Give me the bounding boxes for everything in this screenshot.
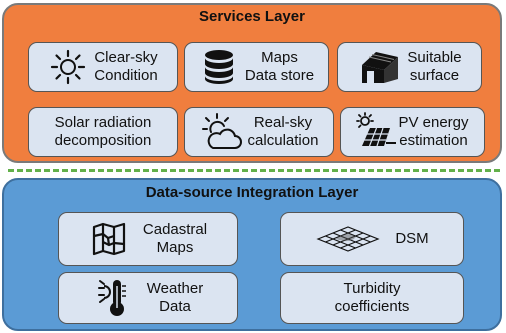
- dsm-label: DSM: [395, 230, 429, 247]
- weather-data-label: Weather Data: [146, 280, 204, 315]
- pv-energy-estimation-box: PV energy estimation: [340, 107, 485, 157]
- suitable-surface-label: Suitable surface: [407, 49, 462, 84]
- turbidity-coefficients-label: Turbidity coefficients: [334, 280, 410, 315]
- clear-sky-condition-box: Clear-sky Condition: [28, 42, 178, 92]
- data-source-layer-title: Data-source Integration Layer: [145, 184, 359, 201]
- sun-cloud-icon: [200, 112, 244, 152]
- house-roof-icon: [357, 49, 401, 85]
- services-layer-title: Services Layer: [199, 8, 305, 25]
- solar-radiation-decomposition-box: Solar radiation decomposition: [28, 107, 178, 157]
- cadastral-maps-box: Cadastral Maps: [58, 212, 238, 266]
- maps-data-store-label: Maps Data store: [244, 49, 315, 84]
- pv-energy-estimation-label: PV energy estimation: [398, 114, 469, 149]
- solar-panel-icon: [356, 112, 397, 152]
- terrain-mesh-icon: [315, 224, 381, 254]
- real-sky-calculation-box: Real-sky calculation: [184, 107, 334, 157]
- services-layer: Services Layer Clear-sky Condition: [2, 3, 502, 163]
- dsm-box: DSM: [280, 212, 464, 266]
- sun-icon: [48, 49, 88, 85]
- data-source-integration-layer: Data-source Integration Layer Cadastral …: [2, 178, 502, 331]
- maps-data-store-box: Maps Data store: [184, 42, 329, 92]
- turbidity-coefficients-box: Turbidity coefficients: [280, 272, 464, 324]
- real-sky-calculation-label: Real-sky calculation: [247, 114, 319, 149]
- weather-data-box: Weather Data: [58, 272, 238, 324]
- map-icon: [89, 222, 129, 256]
- clear-sky-condition-label: Clear-sky Condition: [94, 49, 158, 84]
- database-icon: [199, 49, 239, 85]
- thermometer-sun-icon: [93, 278, 133, 318]
- layer-divider: [8, 169, 500, 172]
- cadastral-maps-label: Cadastral Maps: [142, 221, 208, 256]
- solar-radiation-decomposition-label: Solar radiation decomposition: [54, 114, 152, 149]
- suitable-surface-box: Suitable surface: [337, 42, 482, 92]
